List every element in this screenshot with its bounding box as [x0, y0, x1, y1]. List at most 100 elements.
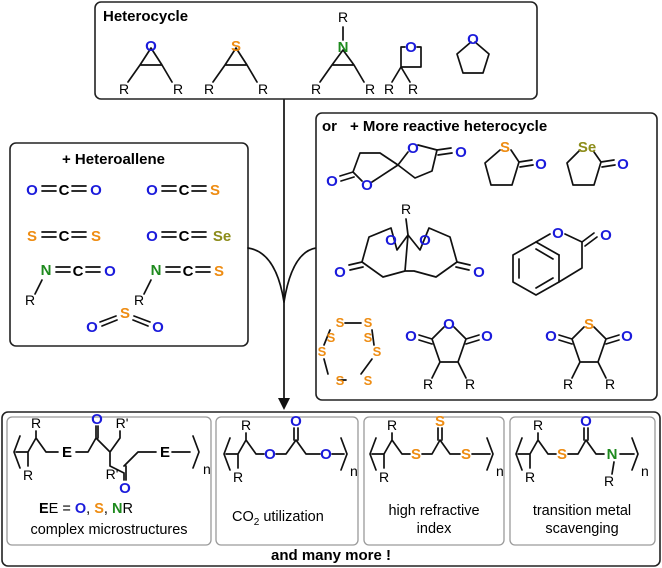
substituent-r: R: [204, 81, 214, 97]
atom-o: O: [26, 182, 38, 199]
thiirane-structure: S R R: [204, 38, 268, 97]
arrow-merge-left: [247, 247, 285, 303]
footer-text: and many more !: [271, 547, 391, 564]
dihydrocoumarin-structure: O O: [512, 225, 612, 296]
atom-s: S: [336, 315, 345, 330]
reactive-heterocycle-title: + More reactive heterocycle: [350, 118, 547, 135]
tetrahydrofuran-structure: O: [456, 31, 490, 74]
refractive-caption-2: index: [417, 521, 452, 537]
heterocycle-title: Heterocycle: [103, 8, 188, 25]
bracket: [13, 435, 200, 469]
selenolactone-structure: Se O: [566, 139, 629, 186]
atom-o: O: [405, 328, 417, 345]
substituent-r: R: [134, 292, 144, 308]
repeat-n: n: [350, 463, 358, 479]
atom-o: O: [119, 480, 131, 497]
microstructures-caption: complex microstructures: [30, 522, 187, 538]
atom-o: O: [385, 232, 397, 249]
atom-c: C: [59, 228, 70, 245]
octasulfur-structure: S S S S S S S S: [318, 315, 382, 388]
atom-s: S: [327, 330, 336, 345]
atom-n: N: [41, 262, 52, 279]
repeat-n: n: [203, 461, 211, 477]
product-panel-co2: R R O O O n CO2 utilization: [215, 413, 359, 546]
isothiocyanate-structure: N C S R: [134, 262, 224, 308]
panel-frame: [509, 416, 656, 546]
atom-o: O: [152, 319, 164, 336]
atom-o: O: [86, 319, 98, 336]
substituent-r: R: [258, 81, 268, 97]
arrow-merge-right: [283, 247, 317, 303]
heterocycle-frame: [94, 1, 538, 100]
heteroallene-title: + Heteroallene: [62, 151, 165, 168]
atom-o: O: [535, 156, 547, 173]
substituent-r: R: [365, 81, 375, 97]
atom-n: N: [151, 262, 162, 279]
atom-s: S: [120, 305, 130, 322]
carbonyl-selenide-structure: O C Se: [146, 228, 231, 245]
panel-frame: [6, 416, 212, 546]
substituent-r: R: [423, 376, 433, 392]
substituent-r: R: [384, 81, 394, 97]
substituent-r: R: [604, 473, 614, 489]
substituent-r: R: [525, 469, 535, 485]
repeat-n: n: [641, 463, 649, 479]
substituent-r: R: [338, 9, 348, 25]
atom-o: O: [264, 446, 276, 463]
atom-o: O: [545, 328, 557, 345]
atom-o: O: [580, 413, 592, 430]
refractive-caption-1: high refractive: [388, 503, 479, 519]
heterocycle-panel: Heterocycle O R R S R R N R R R O R: [94, 1, 538, 100]
atom-s: S: [435, 413, 445, 430]
substituent-r: R: [465, 376, 475, 392]
substituent-r: R: [119, 81, 129, 97]
substituent-r: R: [408, 81, 418, 97]
atom-c: C: [183, 263, 194, 280]
succinic-anhydride-structure: O O O R R: [405, 316, 493, 392]
atom-s: S: [500, 139, 510, 156]
heteroallene-panel: + Heteroallene O C O O C S S C S O C Se: [9, 142, 249, 347]
substituent-r: R: [563, 376, 573, 392]
atom-o: O: [146, 228, 158, 245]
scavenging-caption-1: transition metal: [533, 503, 631, 519]
product-panel-scavenging: R R S O N R n transition metal scavengin…: [509, 413, 656, 546]
substituent-r: R: [379, 469, 389, 485]
aziridine-structure: N R R R: [311, 9, 375, 97]
atom-s: S: [336, 373, 345, 388]
atom-n: N: [338, 39, 349, 56]
substituent-r: R: [533, 417, 543, 433]
atom-o: O: [600, 227, 612, 244]
atom-o: O: [552, 225, 564, 242]
bicyclic-bislactone-structure: O O O O R: [334, 201, 485, 281]
atom-n: N: [607, 446, 618, 463]
atom-o: O: [419, 232, 431, 249]
substituent-r: R: [311, 81, 321, 97]
bracket: [223, 437, 348, 471]
atom-c: C: [59, 182, 70, 199]
atom-o: O: [407, 140, 419, 157]
spiro-bislactone-structure: O O O O: [326, 140, 467, 194]
atom-s: S: [364, 315, 373, 330]
atom-o: O: [443, 316, 455, 333]
atom-s: S: [364, 330, 373, 345]
atom-c: C: [73, 263, 84, 280]
substituent-r-prime: R': [106, 466, 119, 482]
co2-caption: CO2 utilization: [232, 509, 324, 528]
atom-s: S: [318, 344, 327, 359]
carbonyl-sulfide-structure: O C S: [146, 182, 220, 199]
atom-s: S: [373, 344, 382, 359]
atom-o: O: [90, 182, 102, 199]
oxetane-structure: O R R: [384, 39, 422, 97]
element-legend: EE = O, S, NR: [39, 501, 133, 517]
thioanhydride-structure: S O O R R: [545, 316, 633, 392]
isocyanate-structure: N C O R: [25, 262, 116, 308]
atom-e: E: [62, 444, 72, 461]
atom-o: O: [290, 413, 302, 430]
sulfur-dioxide-structure: S O O: [86, 305, 164, 336]
atom-c: C: [179, 228, 190, 245]
carbon-dioxide-structure: O C O: [26, 182, 102, 199]
scavenging-caption-2: scavenging: [545, 521, 618, 537]
atom-se: Se: [213, 228, 231, 245]
product-panel-refractive: R R S S S n high refractive index: [363, 413, 505, 546]
epoxide-structure: O R R: [119, 38, 183, 97]
